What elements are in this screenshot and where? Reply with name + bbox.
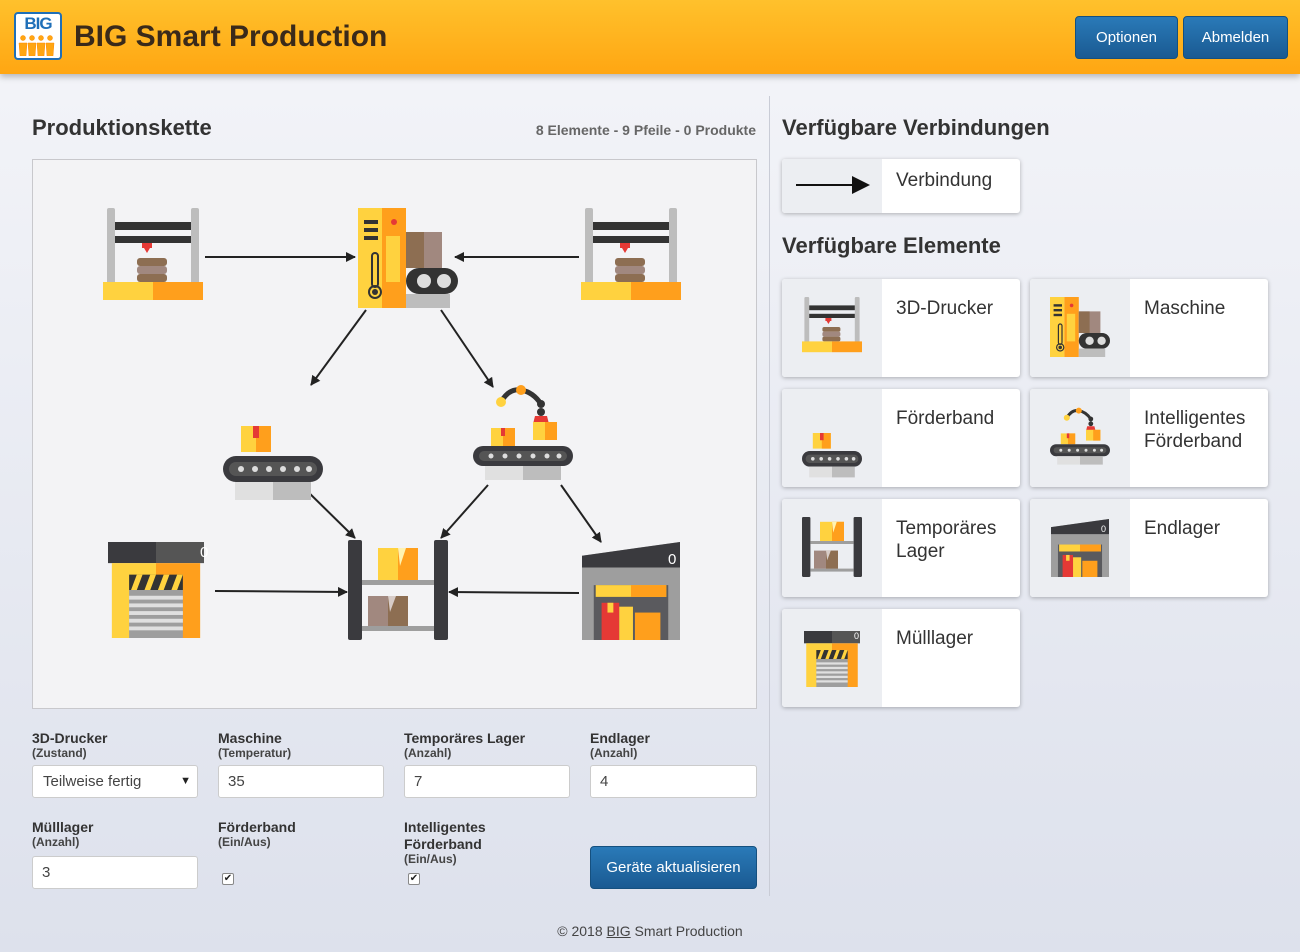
- footer-brand: BIG: [606, 923, 631, 939]
- printer-field-sub: (Zustand): [32, 746, 87, 760]
- printer-state-select[interactable]: Teilweise fertig ▼: [32, 765, 198, 798]
- update-devices-button[interactable]: Geräte aktualisieren: [590, 846, 757, 889]
- arrow-machine-to-conveyor: [310, 309, 367, 386]
- panel-divider: [769, 96, 770, 896]
- conveyor-icon: [802, 433, 862, 478]
- element-card-smart-conveyor[interactable]: Intelligentes Förderband: [1030, 389, 1268, 487]
- thumb-count: 0: [1101, 524, 1106, 534]
- smart-conveyor-icon: [1050, 407, 1110, 467]
- footer-prefix: © 2018: [557, 923, 607, 939]
- waste-storage-count: 0: [200, 544, 208, 561]
- options-button[interactable]: Optionen: [1075, 16, 1178, 59]
- conveyor-field-label: Förderband: [218, 819, 296, 835]
- element-label-line2: Lager: [896, 541, 945, 562]
- arrow-endstorage-to-tempstorage: [448, 587, 580, 598]
- app-header: BIG BIG Smart Production Optionen Abmeld…: [0, 0, 1300, 74]
- element-card-waste-storage[interactable]: 0 Mülllager: [782, 609, 1020, 707]
- app-title: BIG Smart Production: [74, 20, 388, 53]
- chain-stats: 8 Elemente - 9 Pfeile - 0 Produkte: [535, 122, 756, 138]
- machine-icon: [1050, 297, 1110, 357]
- element-card-conveyor[interactable]: Förderband: [782, 389, 1020, 487]
- production-diagram: 0 0: [103, 208, 681, 640]
- printer-state-value: Teilweise fertig: [43, 773, 142, 790]
- temp-storage-node: [348, 540, 448, 640]
- machine-field-label: Maschine: [218, 730, 282, 746]
- connection-card[interactable]: Verbindung: [782, 159, 1020, 213]
- chain-title: Produktionskette: [32, 115, 212, 140]
- printer-node-left: [103, 208, 203, 300]
- waste-storage-icon: 0: [804, 631, 860, 687]
- final-storage-field-sub: (Anzahl): [590, 746, 638, 760]
- chevron-down-icon: ▼: [180, 775, 191, 787]
- people-icon: [18, 35, 55, 56]
- elements-title: Verfügbare Elemente: [782, 233, 1001, 258]
- app-logo[interactable]: BIG: [14, 12, 62, 60]
- element-card-temp-storage[interactable]: Temporäres Lager: [782, 499, 1020, 597]
- element-label-line2: Förderband: [1144, 431, 1243, 452]
- conveyor-node: [223, 426, 323, 500]
- smart-conveyor-field-sub: (Ein/Aus): [404, 852, 457, 866]
- waste-storage-field-label: Mülllager: [32, 819, 94, 835]
- thumb-count: 0: [854, 631, 859, 641]
- waste-storage-node: [108, 542, 204, 638]
- temp-storage-field-sub: (Anzahl): [404, 746, 452, 760]
- smart-conveyor-checkbox[interactable]: ✔: [408, 873, 420, 885]
- waste-storage-field-sub: (Anzahl): [32, 835, 80, 849]
- connections-title: Verfügbare Verbindungen: [782, 115, 1050, 140]
- page-footer: © 2018 BIG Smart Production: [0, 923, 1300, 939]
- element-card-printer[interactable]: 3D-Drucker: [782, 279, 1020, 377]
- element-label: Endlager: [1144, 518, 1221, 539]
- machine-temperature-input[interactable]: 35: [218, 765, 384, 798]
- waste-storage-count-input[interactable]: 3: [32, 856, 198, 889]
- machine-field-sub: (Temperatur): [218, 746, 292, 760]
- smart-conveyor-node: [473, 385, 573, 480]
- arrow-wastestorage-to-tempstorage: [214, 586, 348, 597]
- element-card-machine[interactable]: Maschine: [1030, 279, 1268, 377]
- final-storage-field-label: Endlager: [590, 730, 650, 746]
- element-label-line1: Intelligentes: [1144, 408, 1246, 429]
- conveyor-checkbox[interactable]: ✔: [222, 873, 234, 885]
- smart-conveyor-field-label-2: Förderband: [404, 836, 482, 852]
- element-label: 3D-Drucker: [896, 298, 994, 319]
- final-storage-count-input[interactable]: 4: [590, 765, 757, 798]
- footer-suffix: Smart Production: [630, 923, 743, 939]
- printer-node-right: [581, 208, 681, 300]
- element-label: Förderband: [896, 408, 995, 429]
- element-label-line1: Temporäres: [896, 518, 997, 539]
- temp-storage-field-label: Temporäres Lager: [404, 730, 526, 746]
- arrow-smart-conveyor-to-endstorage: [560, 484, 602, 543]
- element-label: Maschine: [1144, 298, 1226, 319]
- element-card-end-storage[interactable]: 0 Endlager: [1030, 499, 1268, 597]
- logo-text: BIG: [24, 14, 52, 33]
- arrow-smart-conveyor-to-tempstorage: [440, 484, 489, 539]
- production-canvas[interactable]: 0 0: [32, 159, 757, 709]
- element-label: Mülllager: [896, 628, 974, 649]
- connection-label: Verbindung: [896, 170, 993, 191]
- end-storage-node: [582, 542, 680, 640]
- temp-storage-count-input[interactable]: 7: [404, 765, 570, 798]
- connection-thumb: [782, 159, 882, 213]
- end-storage-icon: 0: [1051, 519, 1109, 577]
- logout-button[interactable]: Abmelden: [1183, 16, 1288, 59]
- arrow-right-icon: [796, 176, 870, 194]
- printer-field-label: 3D-Drucker: [32, 730, 108, 746]
- printer-icon: [802, 297, 862, 353]
- end-storage-count: 0: [668, 551, 676, 568]
- temp-storage-icon: [802, 517, 862, 577]
- conveyor-field-sub: (Ein/Aus): [218, 835, 271, 849]
- smart-conveyor-field-label-1: Intelligentes: [404, 819, 486, 835]
- machine-node: [358, 208, 458, 308]
- arrow-machine-to-smart-conveyor: [440, 309, 494, 388]
